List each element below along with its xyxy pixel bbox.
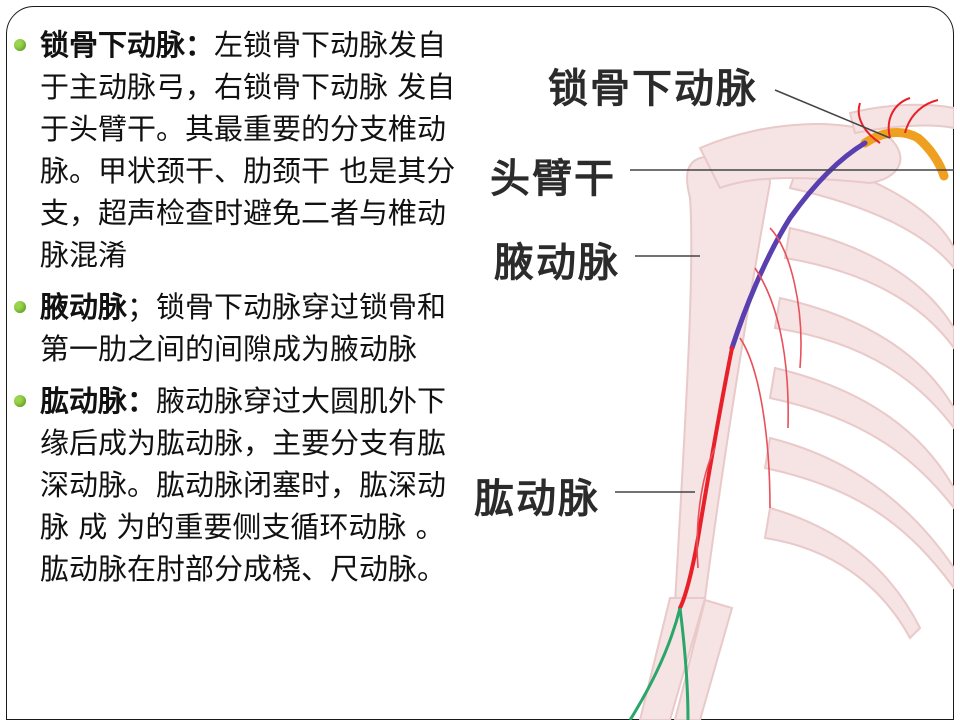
ulnar-artery (678, 607, 690, 720)
bullet-brachial: 肱动脉：腋动脉穿过大圆肌外下缘后成为肱动脉，主要分支有肱深动脉。肱动脉闭塞时，肱… (10, 380, 468, 590)
radial-artery (628, 607, 682, 720)
brachial-artery (678, 346, 734, 610)
bullet-axillary: 腋动脉；锁骨下动脉穿过锁骨和第一肋之间的间隙成为腋动脉 (10, 286, 468, 370)
label-brachiocephalic: 头臂干 (490, 156, 616, 202)
label-subclavian: 锁骨下动脉 (548, 66, 758, 112)
axillary-artery (729, 140, 868, 351)
bullet-text: ；锁骨下动脉穿过锁骨和第一肋之间的间隙成为腋动脉 (40, 290, 447, 366)
bullet-subclavian: 锁骨下动脉：左锁骨下动脉发自于主动脉弓，右锁骨下动脉 发自于头臂干。其最重要的分… (10, 24, 468, 276)
bullet-text: 腋动脉穿过大圆肌外下缘后成为肱动脉，主要分支有肱深动脉。肱动脉闭塞时，肱深动脉 … (40, 384, 447, 586)
subclavian-artery (860, 128, 949, 181)
bullet-dot (14, 39, 26, 51)
bullet-dot (14, 395, 26, 407)
label-axillary: 腋动脉 (494, 240, 620, 286)
bullet-term: 肱动脉： (40, 384, 157, 418)
anatomy-figure: 锁骨下动脉 头臂干 腋动脉 肱动脉 (470, 8, 954, 720)
bullet-dot (14, 301, 26, 313)
bullet-term: 腋动脉 (40, 290, 128, 324)
callout-lines (615, 89, 954, 493)
brachial-branches (696, 227, 802, 569)
arm-artery-illustration (615, 89, 954, 720)
bullet-term: 锁骨下动脉： (40, 28, 215, 62)
subclavian-branches (857, 97, 939, 144)
label-brachial: 肱动脉 (474, 476, 600, 522)
bullet-text: 左锁骨下动脉发自于主动脉弓，右锁骨下动脉 发自于头臂干。其最重要的分支椎动脉。甲… (40, 28, 456, 272)
text-panel: 锁骨下动脉：左锁骨下动脉发自于主动脉弓，右锁骨下动脉 发自于头臂干。其最重要的分… (10, 24, 468, 600)
skeleton (638, 103, 954, 720)
